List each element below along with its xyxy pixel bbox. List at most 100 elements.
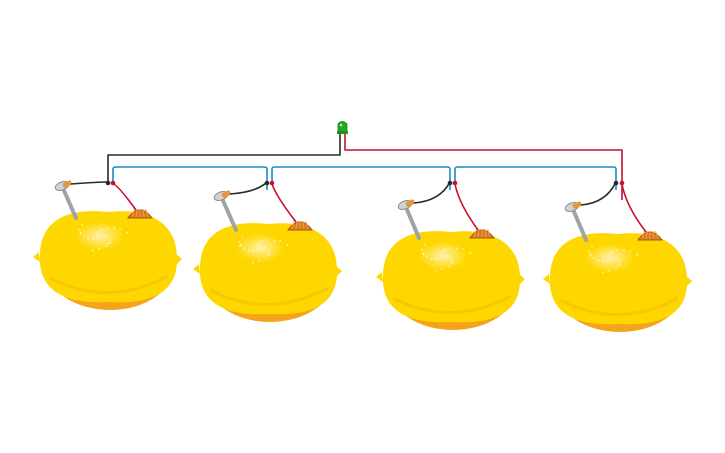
lemon-body — [39, 211, 178, 303]
lemon-dot — [434, 269, 437, 272]
lemon-dot — [617, 264, 619, 267]
lemon-dot — [265, 239, 268, 242]
lemon-dot — [258, 259, 260, 262]
lemon-dot — [260, 240, 262, 243]
lemon-highlight — [586, 244, 634, 272]
lemon-dot — [636, 253, 639, 256]
lemon-dot — [247, 249, 250, 252]
lemon-dot — [256, 249, 259, 251]
lemon-tip-left — [543, 274, 550, 284]
lemon-dot — [462, 248, 465, 251]
lemon-dot — [592, 257, 595, 260]
lemon-body — [549, 233, 688, 325]
lemon-dot — [241, 235, 243, 238]
lemon-dot — [449, 256, 452, 259]
lemon-tip-right — [176, 254, 182, 265]
lemon-dot — [422, 251, 425, 254]
lemon-dot — [435, 257, 438, 260]
junction-negative — [105, 180, 111, 186]
copper-ridge — [142, 208, 145, 218]
junction-positive — [269, 180, 275, 186]
copper-ridge — [477, 228, 480, 238]
nail-lead — [70, 181, 109, 185]
lemon-dot — [242, 247, 245, 250]
lemon-dot — [268, 251, 271, 254]
coin-lead — [271, 183, 297, 223]
lemon-dot — [98, 247, 100, 250]
lemon-dot — [623, 249, 626, 252]
lemon-dot — [611, 250, 614, 253]
lemon-dot — [440, 252, 442, 255]
lemon-dot — [589, 253, 592, 256]
lemon-dot — [119, 228, 122, 231]
nail-shaft — [403, 203, 421, 240]
lemon-tip-right — [336, 266, 342, 277]
positive-wire-main — [344, 133, 623, 200]
lemon-dot — [81, 223, 83, 226]
lemon-dot — [98, 230, 100, 233]
lemon-cell-1 — [33, 180, 182, 310]
lemon-dot — [448, 265, 450, 268]
lemon-tip-right — [686, 276, 692, 287]
lemon-dot — [92, 237, 95, 240]
lemon-dot — [239, 243, 242, 246]
lemon-dot — [79, 231, 82, 234]
lemon-dot — [589, 255, 592, 258]
copper-ridge — [305, 220, 309, 230]
junction-negative — [264, 180, 270, 186]
nail-lead — [229, 181, 268, 195]
lemon-tip-left — [376, 272, 383, 282]
lemon-dot — [613, 257, 616, 260]
lemon-dot — [265, 257, 267, 260]
lemon-dot — [273, 239, 276, 242]
lemon-dot — [456, 247, 459, 250]
copper-ridge — [484, 228, 487, 238]
lemon-dot — [97, 232, 99, 235]
lemon-shade — [392, 294, 512, 314]
lemon-dot — [448, 247, 451, 250]
lemon-shade — [49, 274, 169, 294]
nail-shaft — [219, 194, 238, 232]
lemon-highlight — [419, 242, 467, 270]
lemon-dot — [91, 249, 94, 252]
lemon-dot — [239, 245, 242, 248]
lemon-dot — [78, 228, 81, 231]
lemon-dot — [441, 250, 443, 253]
copper-ridge — [487, 228, 491, 238]
copper-ridge — [641, 230, 645, 240]
lemon-dot — [615, 249, 618, 252]
lemon-dot — [601, 271, 604, 274]
lemon-dot — [591, 245, 593, 248]
lemon-dot — [286, 243, 289, 246]
lemon-dot — [451, 261, 454, 264]
led-rim — [337, 131, 348, 134]
lemon-dot — [108, 239, 111, 242]
lemon-cell-3 — [376, 180, 525, 330]
lemon-tip-right — [519, 274, 525, 285]
lemon-dot — [610, 250, 612, 253]
lemon-dot — [608, 269, 610, 272]
nail-clip — [572, 201, 582, 209]
lemon-shade — [209, 286, 329, 306]
coin-lead — [454, 183, 479, 231]
lemon-dot — [108, 241, 111, 244]
lemon-dot — [439, 257, 442, 259]
junction-positive — [110, 180, 116, 186]
negative-wire-main — [107, 133, 341, 182]
lemon-dot — [113, 227, 116, 230]
junction-negative — [613, 180, 619, 186]
lemon-dot — [101, 228, 104, 231]
copper-ridge — [473, 228, 477, 238]
lemon-highlight — [236, 234, 284, 262]
lemon-dot — [96, 237, 99, 239]
lemon-dot — [606, 259, 609, 261]
lemon-dot — [602, 259, 605, 262]
lemon-dot — [106, 236, 109, 239]
lemon-body — [199, 223, 338, 315]
lemon-dot — [126, 231, 129, 234]
led-bulb — [337, 121, 348, 134]
nail-clip — [221, 190, 231, 198]
lemon-dot — [107, 242, 109, 245]
lemon-dot — [424, 243, 426, 246]
lemon-body — [382, 231, 521, 323]
